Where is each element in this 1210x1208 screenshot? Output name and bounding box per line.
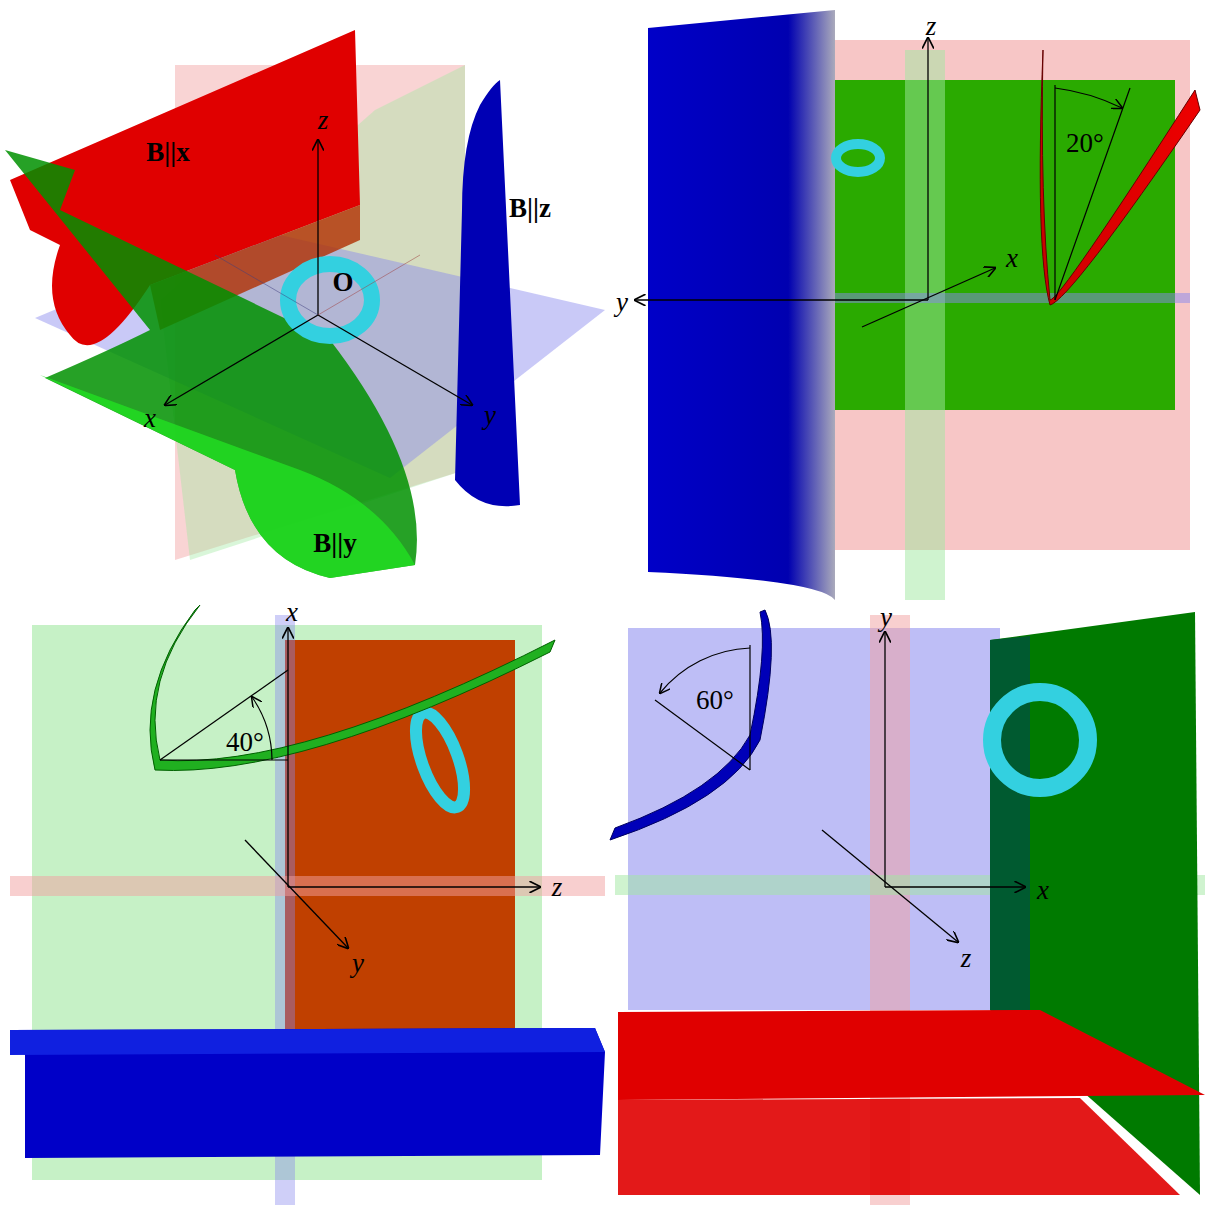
axis-label: z [926, 13, 937, 40]
axis-label: x [144, 405, 156, 432]
panel-yz-view [635, 10, 1200, 600]
figure-label: B||y [313, 530, 356, 557]
figure-label: O [332, 269, 353, 296]
figure-label: 60° [696, 687, 734, 714]
figure-label: 20° [1066, 130, 1104, 157]
axis-label: z [318, 107, 329, 134]
axis-label: z [961, 945, 972, 972]
figure-label: B||z [509, 195, 551, 222]
panel-xz-view [10, 605, 605, 1205]
axis-label: x [1006, 245, 1018, 272]
axis-label: x [286, 599, 298, 626]
axis-label: y [880, 604, 892, 631]
axis-label: x [1037, 877, 1049, 904]
axis-label: y [484, 402, 496, 429]
figure-label: 40° [226, 729, 264, 756]
axis-label: y [616, 289, 628, 316]
axis-label: z [552, 874, 563, 901]
figure-label: B||x [146, 139, 189, 166]
axis-label: y [352, 950, 364, 977]
panel-iso [5, 30, 605, 578]
panel-xy-view [610, 610, 1205, 1205]
